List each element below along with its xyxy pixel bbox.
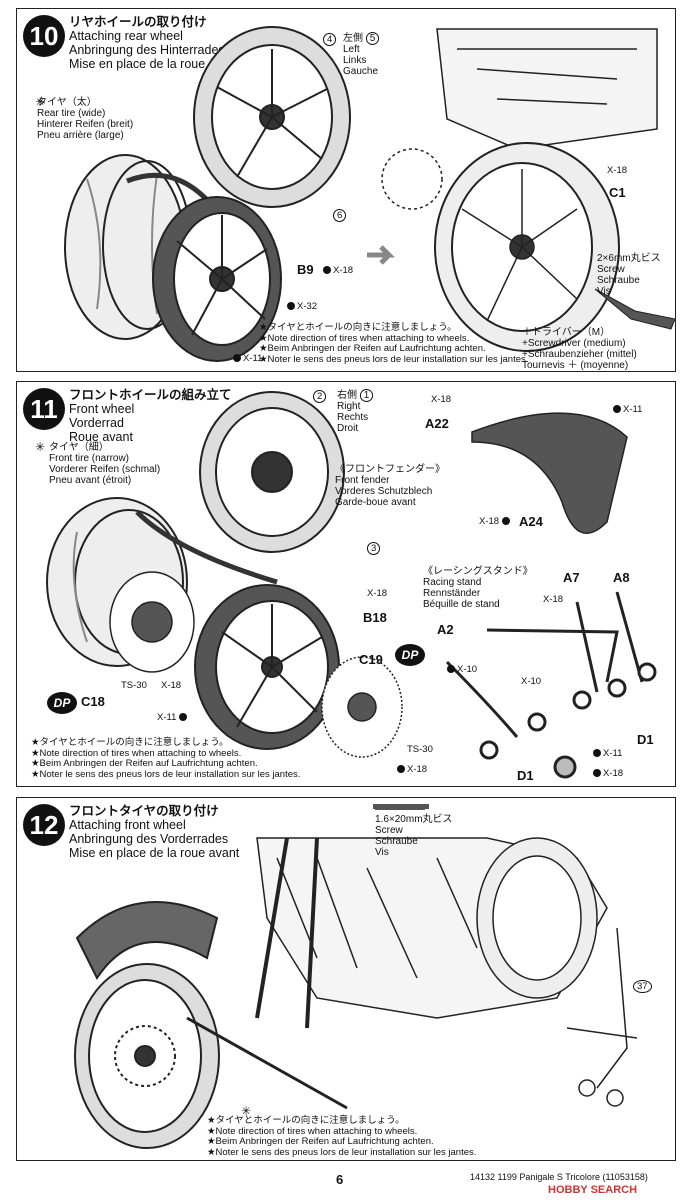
front-wheel-illustration	[46, 391, 657, 779]
assembly-arrow	[135, 510, 278, 585]
sparkle-icon: ✳	[241, 1104, 252, 1118]
x10b-code: X-10	[521, 676, 542, 687]
x11-code: X-11	[233, 353, 262, 364]
c19-x18-code: X-18	[397, 764, 427, 775]
a22-code2: X-11	[613, 404, 642, 415]
front-wheel-fender-drawing	[74, 901, 220, 1149]
tire-direction-note: ★タイヤとホイールの向きに注意しましょう。 ★Note direction of…	[207, 1115, 477, 1158]
callout-6: 6	[333, 209, 347, 222]
b9-code: X-18	[323, 265, 353, 276]
part-a22: A22	[425, 416, 449, 431]
screwdriver-drawing	[594, 288, 675, 330]
dp-badge: DP	[395, 644, 425, 666]
part-a8: A8	[613, 570, 630, 585]
wheel-front-view-drawing	[193, 26, 351, 208]
step-title: フロントタイヤの取り付け Attaching front wheel Anbri…	[69, 804, 240, 860]
front-tire-label: タイヤ（細） Front tire (narrow) Vorderer Reif…	[49, 442, 161, 486]
tire-direction-note: ★タイヤとホイールの向きに注意しましょう。 ★Note direction of…	[31, 737, 301, 780]
page-number: 6	[336, 1172, 344, 1187]
rear-wheel-illustration	[64, 26, 675, 362]
a22-code: X-18	[431, 394, 452, 405]
racing-stand-label: 《レーシングスタンド》 Racing stand Rennständer Béq…	[423, 566, 533, 610]
wheel-x11-code: X-11	[157, 712, 189, 723]
a24-code: X-18	[479, 516, 512, 527]
part-c18: C18	[81, 694, 105, 709]
callout-circle: 1	[359, 389, 374, 402]
x32-code: X-32	[287, 301, 317, 312]
right-brake-disc-drawing	[321, 656, 403, 758]
racing-stand-drawing	[445, 591, 657, 779]
x10a-code: X-10	[447, 664, 477, 675]
d1-x18-code: X-18	[593, 768, 623, 779]
step-12-panel: 12 フロントタイヤの取り付け Attaching front wheel An…	[16, 797, 676, 1161]
direction-arrow	[367, 245, 396, 265]
right-side-label: 右側 1 Right Rechts Droit	[337, 389, 374, 434]
part-c1: C1	[609, 185, 626, 200]
a7-code: X-18	[543, 594, 564, 605]
front-fender-drawing	[471, 412, 628, 534]
ts30a-code: TS-30	[121, 680, 147, 691]
sparkle-icon: ✳	[35, 440, 46, 454]
step-title: フロントホイールの組み立て Front wheel Vorderrad Roue…	[69, 388, 232, 444]
c18-x18-code: X-18	[161, 680, 182, 691]
wheel-preview-drawing	[199, 391, 345, 553]
axle-drawing	[186, 1016, 348, 1110]
step-number: 12	[23, 804, 65, 846]
left-side-label: 左側 5 Left Links Gauche	[343, 32, 380, 77]
rear-wheel-rim-drawing	[152, 196, 282, 362]
motorcycle-rear-drawing	[381, 28, 658, 352]
b18-code: X-18	[367, 588, 388, 599]
callout-4: 4	[323, 33, 337, 46]
step-number: 10	[23, 15, 65, 57]
front-wheel-rim-drawing	[194, 584, 340, 750]
callout-37: 37	[633, 980, 652, 993]
motorcycle-frame-drawing	[255, 837, 638, 1107]
step-number: 11	[23, 388, 65, 430]
screw-label: 2×6mm丸ビス Screw Schraube Vis	[597, 253, 661, 297]
d1-x11-code: X-11	[593, 748, 622, 759]
part-d1b: D1	[517, 768, 534, 783]
ts30b-code: TS-30	[407, 744, 433, 755]
callout-2: 2	[313, 390, 327, 403]
tire-direction-note: ★タイヤとホイールの向きに注意しましょう。 ★Note direction of…	[259, 322, 529, 365]
part-d1a: D1	[637, 732, 654, 747]
screwdriver-label: ＋ドライバー（M） +Screwdriver (medium) +Schraub…	[522, 327, 637, 371]
step-11-panel: 11 フロントホイールの組み立て Front wheel Vorderrad R…	[16, 381, 676, 787]
screw-graphic	[373, 804, 429, 809]
front-fender-label: 《フロントフェンダー》 Front fender Vorderes Schutz…	[335, 464, 445, 508]
footer-product: 14132 1199 Panigale S Tricolore (1105315…	[470, 1172, 648, 1182]
callout-circle: 5	[365, 32, 380, 45]
hobbysearch-watermark: HOBBY SEARCH	[548, 1184, 638, 1196]
rear-tire-label: タイヤ（太） Rear tire (wide) Hinterer Reifen …	[37, 97, 134, 141]
screw-label: 1.6×20mm丸ビス Screw Schraube Vis	[375, 814, 453, 858]
left-brake-disc-drawing	[109, 571, 195, 673]
part-b18: B18	[363, 610, 387, 625]
sparkle-icon: ✳	[35, 95, 46, 109]
part-a24: A24	[519, 514, 543, 529]
part-a7: A7	[563, 570, 580, 585]
step-10-panel: 10 リヤホイールの取り付け Attaching rear wheel Anbr…	[16, 8, 676, 372]
part-c19: C19	[359, 652, 383, 667]
callout-3: 3	[367, 542, 381, 555]
part-b9: B9	[297, 262, 314, 277]
motorcycle-assembly-illustration	[74, 804, 638, 1149]
step-title: リヤホイールの取り付け Attaching rear wheel Anbring…	[69, 15, 245, 71]
part-a2: A2	[437, 622, 454, 637]
dp-badge: DP	[47, 692, 77, 714]
c1-code: X-18	[607, 165, 628, 176]
